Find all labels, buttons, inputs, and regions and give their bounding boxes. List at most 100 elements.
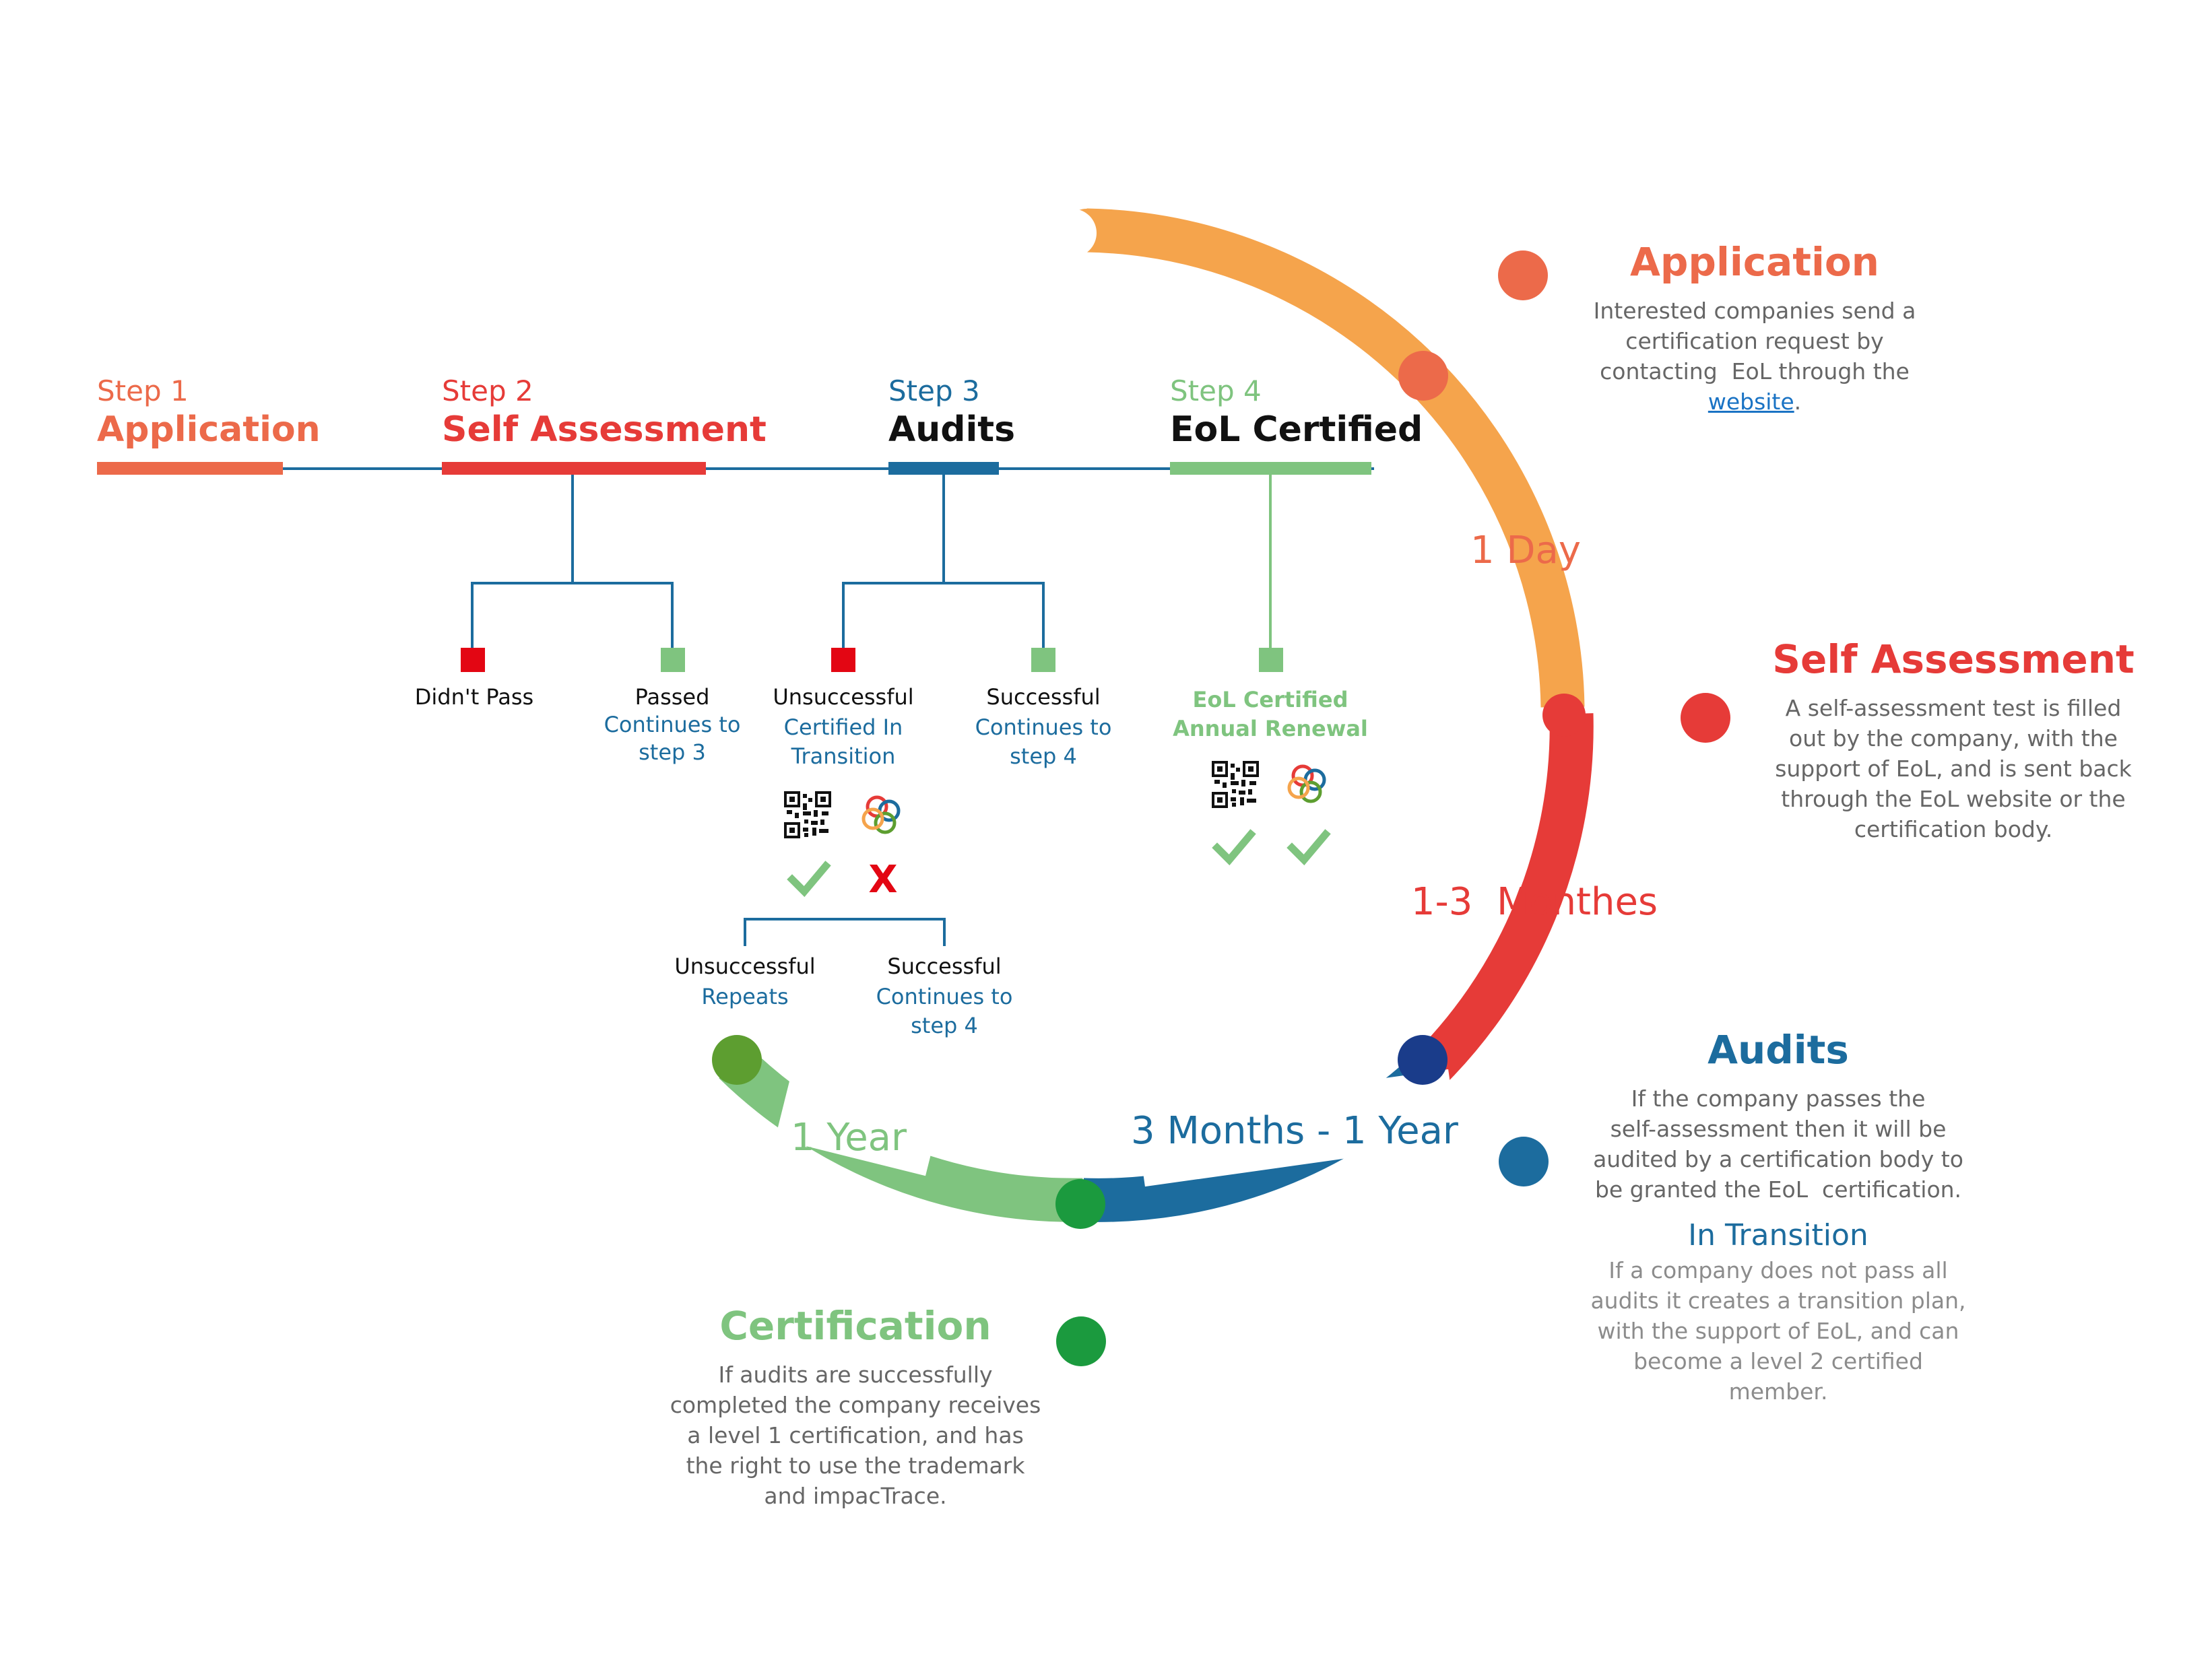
outcome-successful-note-2: step 4 <box>1010 743 1077 769</box>
branch-connectors <box>471 475 1045 946</box>
panel-certification-line: completed the company receives <box>670 1392 1041 1418</box>
panel-audits-subtext: If a company does not pass all audits it… <box>1569 1255 1987 1407</box>
process-cycle-ring: 1 Day 1-3 Monthes 3 Months - 1 Year 1 Ye… <box>712 208 1658 1229</box>
panel-certification-title: Certification <box>719 1303 991 1349</box>
outcome-box-unsuccessful <box>831 648 855 672</box>
check-icon <box>1292 834 1326 860</box>
panel-certification-line: a level 1 certification, and has <box>687 1422 1024 1448</box>
panel-self-assessment-line: A self-assessment test is filled <box>1785 695 2122 721</box>
legend-dot-audits <box>1499 1137 1549 1186</box>
outcome-box-successful <box>1031 648 1055 672</box>
step-1-bar <box>97 462 283 475</box>
panel-application-line: contacting EoL through the <box>1600 358 1910 384</box>
marker-certification <box>1055 1179 1105 1229</box>
arc-start-notch <box>1048 209 1097 257</box>
rings-logo-icon <box>864 797 899 832</box>
outcome-retry-successful-note-1: Continues to <box>876 984 1013 1009</box>
cross-icon: X <box>868 858 897 902</box>
arc-self-assessment-cap <box>1542 694 1586 737</box>
panel-certification: Certification If audits are successfully… <box>647 1303 1064 1511</box>
gap-audits-label <box>1134 1069 1459 1187</box>
legend-dot-application <box>1498 250 1548 300</box>
outcome-passed-note-1: Continues to <box>604 712 741 737</box>
step-1-number: Step 1 <box>97 374 189 407</box>
step-3-number: Step 3 <box>888 374 980 407</box>
outcome-successful: Successful <box>986 684 1100 710</box>
outcome-box-passed <box>661 648 685 672</box>
panel-audits-line: audited by a certification body to <box>1593 1146 1963 1172</box>
panel-self-assessment-line: through the EoL website or the <box>1781 786 2126 812</box>
panel-certification-line: If audits are successfully <box>718 1362 993 1388</box>
outcome-retry-successful-note-2: step 4 <box>911 1013 978 1038</box>
step-1-name: Application <box>97 409 321 450</box>
step-timeline: Step 1 Application Step 2 Self Assessmen… <box>97 374 1423 1038</box>
panel-audits-line: If the company passes the <box>1631 1085 1926 1112</box>
gap-certification-label <box>775 1069 943 1176</box>
outcome-successful-note-1: Continues to <box>975 714 1112 740</box>
panel-application: Application Interested companies send a … <box>1569 239 1940 417</box>
arc-self-assessment <box>1406 713 1594 1094</box>
marker-audits <box>1398 1035 1447 1085</box>
marker-application <box>1398 351 1448 401</box>
duration-audits: 3 Months - 1 Year <box>1131 1109 1459 1153</box>
panel-application-line: website. <box>1569 387 1940 417</box>
step-4-number: Step 4 <box>1170 374 1262 407</box>
panel-audits-subline: with the support of EoL, and can <box>1597 1318 1959 1344</box>
check-icon <box>792 866 826 892</box>
outcome-passed-note-2: step 3 <box>639 739 706 765</box>
panel-certification-line: the right to use the trademark <box>686 1452 1025 1479</box>
outcome-certified-note-1: EoL Certified <box>1193 687 1348 712</box>
panel-audits-subline: member. <box>1728 1378 1828 1405</box>
panel-certification-line: and impacTrace. <box>764 1483 947 1509</box>
outcome-box-didnt-pass <box>461 648 485 672</box>
panel-application-link-suffix: . <box>1794 389 1802 415</box>
outcome-didnt-pass: Didn't Pass <box>415 684 533 710</box>
panel-audits-text: If the company passes the self-assessmen… <box>1569 1083 1987 1205</box>
panel-self-assessment: Self Assessment A self-assessment test i… <box>1751 636 2155 844</box>
duration-certification: 1 Year <box>791 1116 907 1160</box>
legend-dot-certification <box>1056 1316 1106 1366</box>
panel-application-text: Interested companies send a certificatio… <box>1569 296 1940 417</box>
panel-audits-subtitle: In Transition <box>1688 1218 1868 1252</box>
outcome-retry-successful: Successful <box>887 953 1001 979</box>
qr-code-icon <box>1210 760 1260 809</box>
branch-step-2-fork <box>471 582 674 648</box>
panel-self-assessment-line: certification body. <box>1854 816 2053 842</box>
step-3-name: Audits <box>888 409 1015 450</box>
panel-audits: Audits If the company passes the self-as… <box>1569 1027 1987 1407</box>
panel-self-assessment-text: A self-assessment test is filled out by … <box>1751 693 2155 844</box>
outcome-box-certified <box>1259 648 1283 672</box>
qr-code-icon <box>783 790 833 840</box>
step-2-name: Self Assessment <box>442 409 767 450</box>
panel-self-assessment-line: out by the company, with the <box>1789 725 2118 751</box>
legend-dot-self-assessment <box>1681 693 1730 743</box>
panel-audits-subline: become a level 2 certified <box>1633 1348 1923 1374</box>
check-icon <box>1217 834 1251 860</box>
branch-step-3-fork <box>842 582 1045 648</box>
panel-audits-subline: If a company does not pass all <box>1608 1257 1948 1283</box>
marker-renewal <box>712 1035 762 1085</box>
panel-self-assessment-line: support of EoL, and is sent back <box>1775 756 2132 782</box>
rings-logo-icon <box>1289 766 1324 801</box>
step-4-name: EoL Certified <box>1170 409 1423 450</box>
outcome-certified-note-2: Annual Renewal <box>1173 716 1368 741</box>
panel-audits-line: be granted the EoL certification. <box>1594 1176 1962 1203</box>
panel-audits-line: self-assessment then it will be <box>1610 1116 1947 1142</box>
panel-application-line: Interested companies send a <box>1593 298 1916 324</box>
duration-application: 1 Day <box>1470 529 1581 572</box>
step-2-number: Step 2 <box>442 374 533 407</box>
duration-self-assessment: 1-3 Monthes <box>1411 880 1658 924</box>
outcome-passed: Passed <box>635 684 710 710</box>
panel-certification-text: If audits are successfully completed the… <box>647 1360 1064 1511</box>
step-4-bar <box>1170 462 1371 475</box>
outcome-retry-unsuccessful: Unsuccessful <box>674 953 815 979</box>
website-link[interactable]: website <box>1707 389 1794 415</box>
panel-audits-title: Audits <box>1707 1027 1849 1073</box>
outcome-unsuccessful: Unsuccessful <box>773 684 913 710</box>
step-3-bar <box>888 462 999 475</box>
branch-audit-retry-fork <box>744 918 946 946</box>
outcome-unsuccessful-note-2: Transition <box>791 743 896 769</box>
panel-application-title: Application <box>1630 239 1879 285</box>
panel-application-line: certification request by <box>1625 328 1884 354</box>
